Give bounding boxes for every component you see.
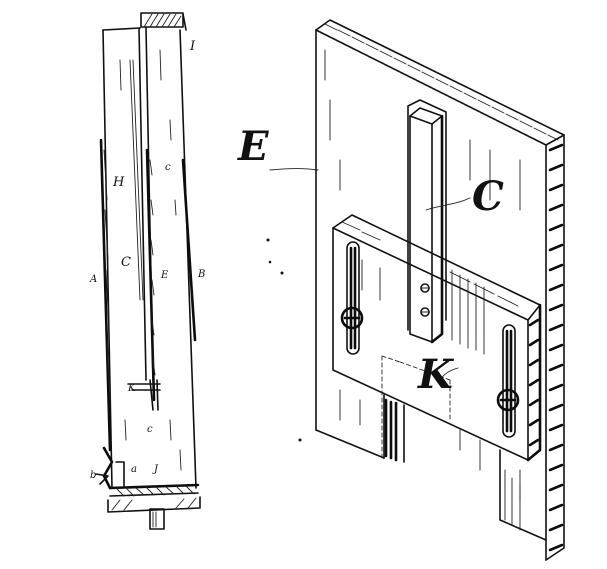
leader-e <box>269 168 319 171</box>
label-K-large: K <box>417 351 455 398</box>
nozzle-shade <box>152 511 157 528</box>
right-edge-hatch <box>548 143 564 552</box>
top-edge <box>315 19 565 146</box>
label-J: J <box>152 464 159 475</box>
label-C-large: C <box>472 173 504 220</box>
top-cap-side <box>182 13 187 31</box>
label-c-top: c <box>165 162 171 173</box>
top-cap-hatch <box>143 13 182 28</box>
paper-specks <box>266 238 302 442</box>
nozzle <box>149 508 165 530</box>
back-plate-bottom-left <box>315 429 385 459</box>
b-fitting <box>102 446 114 490</box>
bar-c-top <box>409 107 443 125</box>
inner-tube-a <box>138 27 147 381</box>
k-plate-top <box>332 214 541 321</box>
sectional-view: I H c C A E B K c b a J <box>89 12 205 530</box>
hatch-right-wall <box>181 158 197 342</box>
left-leg-hatch <box>384 398 398 462</box>
bar-c-screw-2-icon <box>420 307 430 317</box>
inner-lower-tube-2 <box>156 379 159 411</box>
hatch-left-wall <box>99 138 112 452</box>
label-c-bottom: c <box>147 424 153 435</box>
leader-k <box>439 367 459 381</box>
bar-c-side <box>430 114 444 344</box>
bar-c-screw-1-icon <box>420 283 430 293</box>
inner-rod <box>129 59 141 301</box>
label-H: H <box>112 175 125 190</box>
hatch-center-ticks <box>149 159 156 376</box>
base-foot-hatch <box>111 497 197 511</box>
hatch-left-inner <box>103 149 111 401</box>
base-foot <box>107 496 201 513</box>
outer-wall-top <box>102 27 141 31</box>
k-slot-right <box>502 324 516 438</box>
top-edge-hatch <box>324 23 559 141</box>
k-plate-right-hatch <box>528 318 540 447</box>
k-slot-right-shade <box>505 329 513 433</box>
base-plate <box>108 483 200 490</box>
hidden-lines <box>381 355 451 461</box>
label-b: b <box>90 470 96 481</box>
inner-lower-tube <box>149 379 154 411</box>
back-plate-shade <box>324 49 521 501</box>
k-plate-right-edge <box>526 303 542 462</box>
a-piece <box>115 461 125 487</box>
leader-c <box>425 197 471 211</box>
label-I: I <box>189 39 196 54</box>
perspective-view: E C K <box>237 19 565 561</box>
outer-wall-right <box>179 29 197 489</box>
label-A: A <box>89 274 97 285</box>
k-plate-top-hatch <box>341 221 519 307</box>
base-hatch <box>115 485 195 497</box>
right-edge <box>545 134 565 561</box>
hatch-center-wall <box>145 148 156 402</box>
b-fitting-2 <box>95 473 109 485</box>
label-K: K <box>127 383 136 394</box>
k-plate-shade <box>361 259 485 355</box>
label-a: a <box>131 464 137 475</box>
label-C: C <box>121 255 131 270</box>
inner-rod-2 <box>132 59 144 301</box>
label-E: E <box>160 270 169 281</box>
bar-c-screw-slots <box>421 287 429 313</box>
back-plate-slot <box>407 99 447 331</box>
k-slot-left <box>346 241 360 355</box>
k-slot-left-shade <box>349 246 357 350</box>
right-leg-hatch <box>504 469 521 531</box>
back-plate-outline <box>315 29 547 561</box>
bar-c <box>409 115 433 343</box>
label-B: B <box>197 269 205 280</box>
label-E-large: E <box>237 123 269 170</box>
right-leg <box>499 449 547 541</box>
screw-left-icon <box>340 306 364 330</box>
k-fitting <box>127 383 161 391</box>
top-cap <box>140 12 184 28</box>
screw-right-icon <box>496 388 520 412</box>
left-leg <box>383 394 405 463</box>
shade-strokes <box>119 49 182 471</box>
